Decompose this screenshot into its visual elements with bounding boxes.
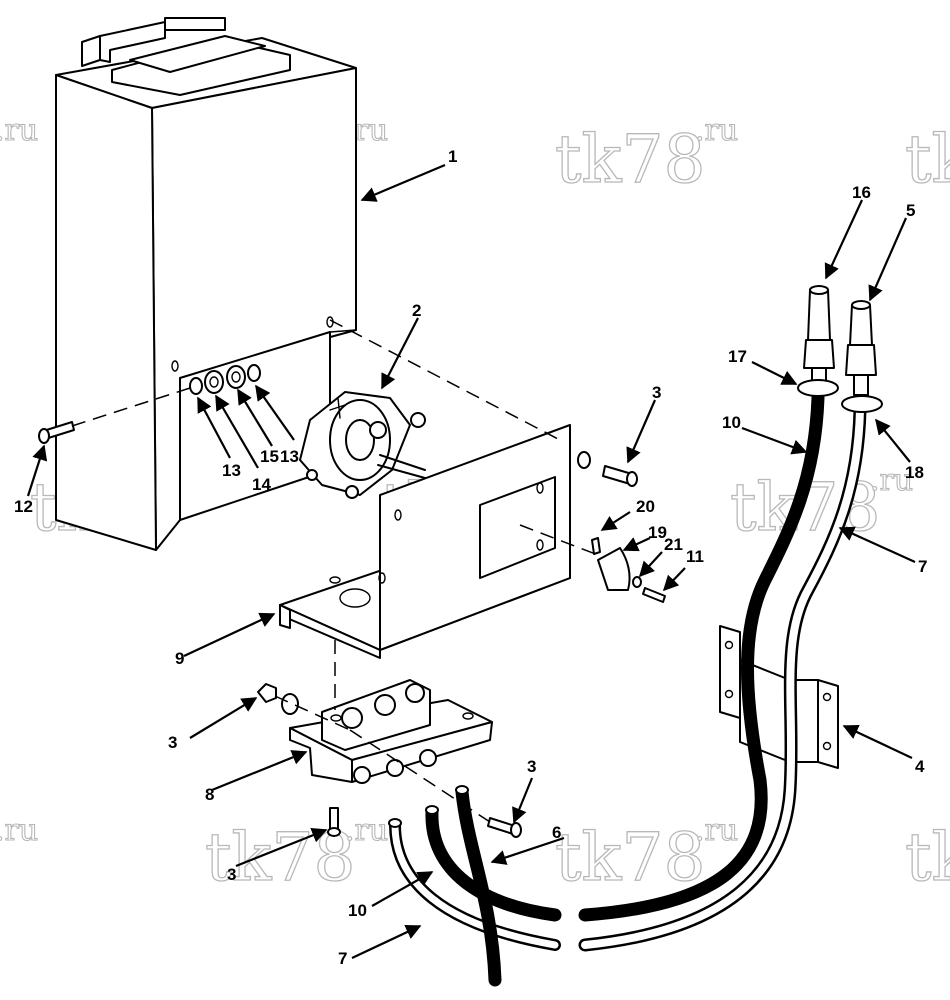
callout-12: 12 [14, 497, 33, 516]
mounting-bracket [279, 424, 571, 659]
cable-clamp [719, 625, 839, 769]
callout-3: 3 [652, 383, 661, 402]
callout-5: 5 [906, 201, 915, 220]
watermark: tk78 [904, 120, 950, 198]
watermark: .ru [0, 812, 39, 848]
callout-17: 17 [728, 347, 747, 366]
callout-labels: 1 2 3 3 3 3 4 5 6 7 7 8 9 10 10 11 12 13… [14, 147, 927, 968]
callout-6: 6 [552, 823, 561, 842]
svg-text:.ru: .ru [0, 113, 38, 148]
svg-text:.ru: .ru [0, 813, 38, 848]
hardware [38, 364, 666, 838]
callout-20: 20 [636, 497, 655, 516]
callout-2: 2 [412, 301, 421, 320]
switch-assembly [299, 391, 426, 499]
callout-8: 8 [205, 785, 214, 804]
watermark: .ru [0, 112, 39, 148]
connector-5 [845, 300, 877, 396]
callout-4: 4 [915, 757, 925, 776]
svg-text:tk78: tk78 [905, 819, 950, 896]
callout-16: 16 [852, 183, 871, 202]
callout-3: 3 [527, 757, 536, 776]
callout-3: 3 [168, 733, 177, 752]
svg-text:tk78: tk78 [555, 819, 706, 896]
grommet-18 [841, 395, 883, 413]
callout-21: 21 [664, 535, 683, 554]
wire-clamp-block [289, 679, 493, 784]
callout-18: 18 [905, 463, 924, 482]
watermark: tk78 .ru [554, 812, 738, 896]
assembly-lines [71, 319, 599, 823]
grommet-17 [797, 379, 839, 397]
callout-10: 10 [722, 413, 741, 432]
watermark: tk78 .ru [729, 462, 913, 546]
svg-text:.ru: .ru [345, 813, 388, 848]
housing-cover [55, 17, 357, 551]
callout-7: 7 [918, 557, 927, 576]
svg-text:.ru: .ru [870, 463, 913, 498]
svg-text:.ru: .ru [695, 113, 738, 148]
watermark: tk78 [904, 818, 950, 896]
leader-lines [26, 163, 916, 959]
callout-11: 11 [686, 547, 704, 566]
svg-text:.ru: .ru [695, 813, 738, 848]
callout-10: 10 [348, 901, 367, 920]
callout-13: 13 [280, 447, 299, 466]
watermark: tk78 .ru [554, 112, 738, 198]
svg-text:tk78: tk78 [555, 121, 706, 198]
cables [388, 391, 867, 987]
callout-13: 13 [222, 461, 241, 480]
callout-19: 19 [648, 523, 667, 542]
callout-3: 3 [227, 865, 236, 884]
callout-15: 15 [260, 447, 279, 466]
callout-14: 14 [252, 475, 271, 494]
connector-16 [803, 285, 835, 386]
callout-7: 7 [338, 949, 347, 968]
svg-text:tk78: tk78 [905, 121, 950, 198]
callout-9: 9 [175, 649, 184, 668]
callout-1: 1 [448, 147, 457, 166]
